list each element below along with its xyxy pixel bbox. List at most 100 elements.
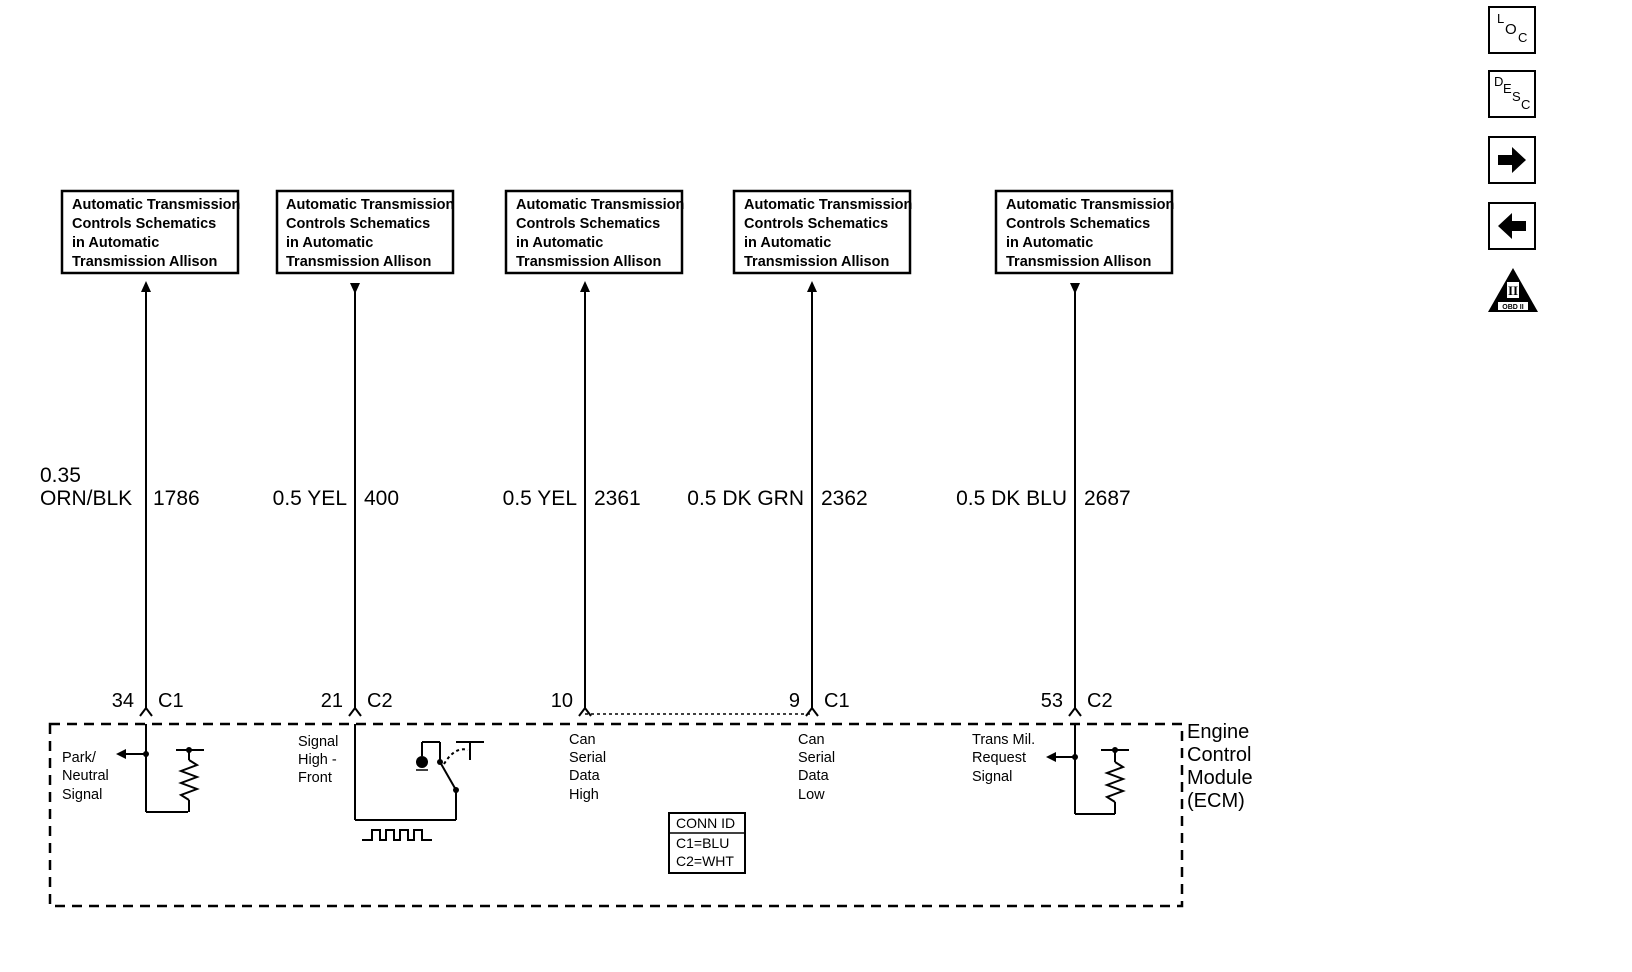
pin-description: Trans Mil.	[972, 732, 1035, 748]
terminal-icon	[578, 706, 592, 717]
junction-dot	[143, 751, 149, 757]
desc-letter: E	[1503, 81, 1512, 96]
circuit-number: 400	[364, 487, 399, 510]
module-box-line: Controls Schematics	[1006, 216, 1150, 232]
pin-number: 10	[551, 690, 573, 712]
pin-description: Park/	[62, 750, 97, 766]
loc-letter: O	[1505, 21, 1517, 38]
wire-color-label: 0.5 DK GRN	[687, 487, 804, 510]
module-box-line: Transmission Allison	[286, 254, 431, 270]
pin-description: Signal	[62, 787, 102, 803]
arrow-right-icon	[1498, 147, 1526, 173]
conn-id-row: C2=WHT	[676, 853, 734, 869]
module-box-line: Automatic Transmission	[516, 197, 684, 213]
pin-description: Data	[798, 768, 830, 784]
pin-number: 21	[321, 690, 343, 712]
wire-color-label: 0.5 DK BLU	[956, 487, 1067, 510]
module-box-line: Automatic Transmission	[286, 197, 454, 213]
connector-label: C1	[158, 690, 184, 712]
arrow-left-icon	[1498, 213, 1526, 239]
arrow-down-icon	[1070, 283, 1080, 294]
module-box-line: Automatic Transmission	[72, 197, 240, 213]
wire-color-label: 0.5 YEL	[273, 487, 347, 510]
circuit-number: 2362	[821, 487, 868, 510]
pin-description: Request	[972, 750, 1026, 766]
loc-letter: L	[1497, 11, 1505, 26]
conn-id-title: CONN ID	[676, 815, 735, 831]
module-box-line: Automatic Transmission	[1006, 197, 1174, 213]
wire-color-label: 0.5 YEL	[503, 487, 577, 510]
pin-number: 34	[112, 690, 134, 712]
ecm-label-line: Control	[1187, 744, 1251, 766]
module-box-line: Automatic Transmission	[744, 197, 912, 213]
module-box-line: Controls Schematics	[516, 216, 660, 232]
pin-number: 9	[789, 690, 800, 712]
terminal-icon	[1068, 706, 1082, 717]
module-box-line: Transmission Allison	[72, 254, 217, 270]
pin-description: High	[569, 787, 599, 803]
module-box-5[interactable]: Automatic Transmission Controls Schemati…	[994, 189, 1174, 275]
arrow-down-icon	[350, 283, 360, 294]
trans-request-circuit	[1050, 724, 1129, 815]
desc-letter: D	[1494, 74, 1504, 89]
terminal-icon	[805, 706, 819, 717]
connector-label: C2	[1087, 690, 1113, 712]
next-button[interactable]	[1488, 136, 1536, 184]
ecm-label-line: Engine	[1187, 721, 1249, 743]
pin-description: Serial	[798, 750, 835, 766]
pin-description: Signal	[972, 769, 1012, 785]
signal-high-circuit	[354, 724, 484, 841]
circuit-number: 2361	[594, 487, 641, 510]
module-box-line: in Automatic	[72, 235, 159, 251]
pin-description: Front	[298, 770, 332, 786]
obd-warning-icon: II OBD II	[1488, 268, 1538, 312]
conn-id-row: C1=BLU	[676, 835, 729, 851]
ecm-boundary	[48, 722, 1184, 908]
module-box-line: Transmission Allison	[744, 254, 889, 270]
loc-button[interactable]: L O C	[1488, 6, 1536, 54]
wire-size-label: 0.35	[40, 464, 81, 487]
ecm-label-line: Module	[1187, 767, 1253, 789]
module-box-4[interactable]: Automatic Transmission Controls Schemati…	[732, 189, 912, 275]
obd-ii-button[interactable]: II OBD II	[1486, 266, 1540, 316]
module-box-line: Transmission Allison	[516, 254, 661, 270]
conn-id-table: CONN ID C1=BLU C2=WHT	[668, 812, 746, 874]
connector-label: C1	[824, 690, 850, 712]
pin-description: Low	[798, 787, 825, 803]
terminal-icon	[348, 706, 362, 717]
junction-dot	[416, 756, 428, 768]
pin-description: Neutral	[62, 768, 109, 784]
module-box-line: Controls Schematics	[286, 216, 430, 232]
circuit-number: 2687	[1084, 487, 1131, 510]
pin-description: Serial	[569, 750, 606, 766]
desc-letter: C	[1521, 97, 1531, 112]
pin-description: Data	[569, 768, 601, 784]
junction-dot	[437, 759, 443, 765]
module-box-line: in Automatic	[286, 235, 373, 251]
desc-button[interactable]: D E S C	[1488, 70, 1536, 118]
pin-number: 53	[1041, 690, 1063, 712]
ecm-label-line: (ECM)	[1187, 790, 1245, 812]
module-box-line: Transmission Allison	[1006, 254, 1151, 270]
module-box-2[interactable]: Automatic Transmission Controls Schemati…	[275, 189, 454, 275]
junction-dot	[453, 787, 459, 793]
module-box-line: Controls Schematics	[72, 216, 216, 232]
pin-description: Can	[569, 732, 596, 748]
junction-dot	[1072, 754, 1078, 760]
module-box-3[interactable]: Automatic Transmission Controls Schemati…	[504, 189, 684, 275]
arrow-up-icon	[141, 281, 151, 292]
circuit-number: 1786	[153, 487, 200, 510]
connector-label: C2	[367, 690, 393, 712]
junction-dot	[1112, 747, 1118, 753]
module-box-1[interactable]: Automatic Transmission Controls Schemati…	[60, 189, 240, 275]
arrow-up-icon	[807, 281, 817, 292]
loc-letter: C	[1518, 30, 1528, 45]
module-box-line: in Automatic	[516, 235, 603, 251]
pin-description: High -	[298, 752, 337, 768]
arrow-left-icon	[1046, 752, 1056, 762]
module-box-line: in Automatic	[744, 235, 831, 251]
park-neutral-circuit	[118, 724, 204, 813]
previous-button[interactable]	[1488, 202, 1536, 250]
arrow-left-icon	[116, 749, 126, 759]
